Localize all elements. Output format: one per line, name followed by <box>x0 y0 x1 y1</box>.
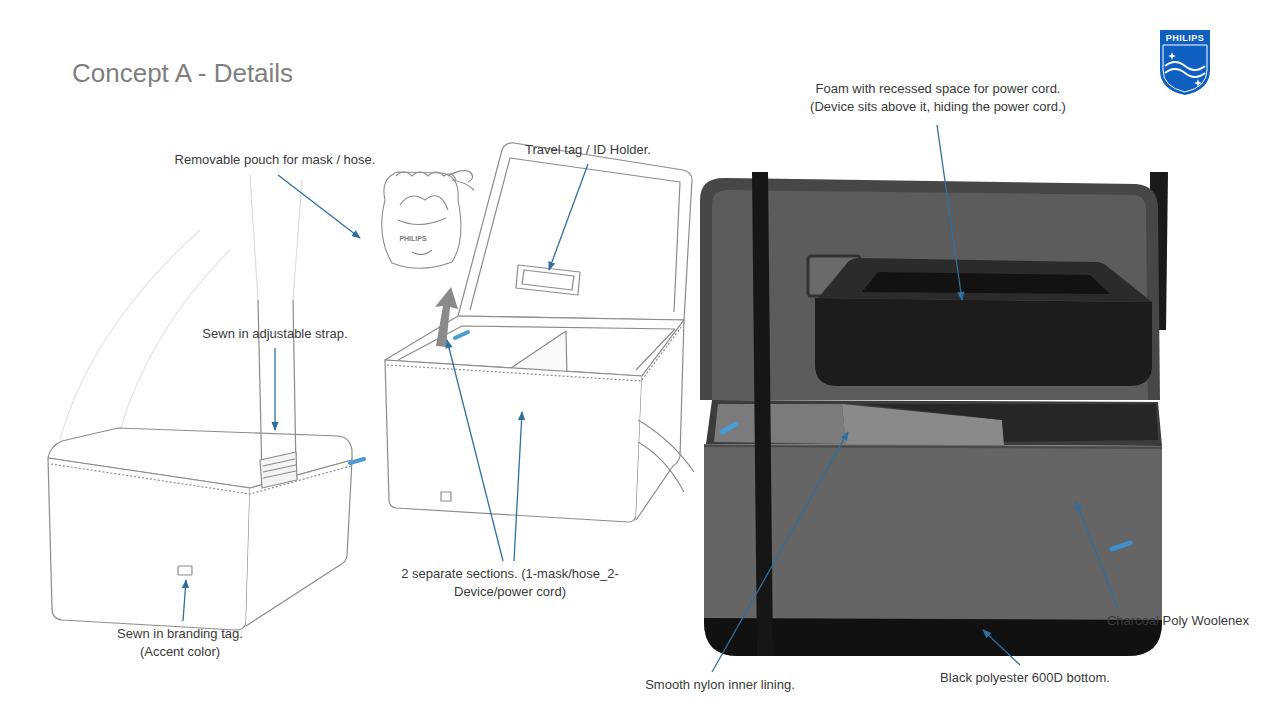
closed-case-sketch <box>48 175 364 630</box>
rendered-case-part <box>704 444 1162 656</box>
logo-wordmark: PHILIPS <box>1160 32 1210 44</box>
leader-lines-part <box>549 164 588 270</box>
leader-lines-part <box>1076 502 1118 608</box>
leader-lines-part <box>447 340 503 561</box>
closed-case-sketch-part <box>178 566 192 575</box>
open-case-sketch-part <box>522 270 574 290</box>
closed-case-sketch-part <box>60 230 200 440</box>
rendered-case-part <box>862 272 1110 294</box>
closed-case-sketch-part <box>260 452 297 488</box>
rendered-case <box>700 172 1168 656</box>
leader-lines-part <box>983 630 1020 665</box>
closed-case-sketch-part <box>51 464 351 494</box>
leader-lines-part <box>278 175 360 238</box>
rendered-case-part <box>704 446 1162 448</box>
material-callout: Smooth nylon inner lining. <box>625 676 815 694</box>
leader-lines <box>183 125 1118 672</box>
leader-lines-part <box>937 125 962 300</box>
closed-case-sketch-part <box>250 175 258 300</box>
pouch-sketch-part <box>448 171 473 182</box>
brand-logo-part <box>1168 52 1176 60</box>
brand-logo-part <box>1194 79 1202 87</box>
rendered-case-part <box>1112 543 1130 549</box>
open-case-sketch-part <box>470 158 680 312</box>
pouch-sketch-part <box>452 180 474 190</box>
closed-case-sketch-part <box>293 300 296 470</box>
rendered-case-part <box>706 400 1162 446</box>
brand-logo-part <box>1160 30 1210 95</box>
pouch-sketch-part <box>412 250 432 255</box>
callout-text: Sewn in adjustable strap. <box>170 325 380 343</box>
pouch-brand-text: PHILIPS <box>392 234 434 243</box>
open-case-sketch-part <box>516 265 580 295</box>
rendered-case-part <box>722 424 736 432</box>
open-case-sketch-part <box>636 320 684 520</box>
brand-logo <box>1160 30 1210 95</box>
slide-title: Concept A - Details <box>72 56 672 91</box>
callout-text: Sewn in branding tag. (Accent color) <box>100 625 260 660</box>
open-case-sketch-part <box>458 143 692 320</box>
open-case-sketch-part <box>638 442 684 492</box>
brand-logo-part <box>1163 45 1207 92</box>
closed-case-sketch-part <box>263 459 296 478</box>
rendered-case-part <box>860 404 1158 442</box>
open-case-sketch-part <box>441 492 451 501</box>
pouch-sketch-part <box>396 172 456 180</box>
pouch-sketch-part <box>382 172 461 268</box>
callout-text: Removable pouch for mask / hose. <box>150 151 400 169</box>
pouch-sketch <box>382 171 474 269</box>
material-callout: Charcoal Poly Woolenex <box>1088 612 1268 630</box>
callout-text: 2 separate sections. (1-mask/hose_2-Devi… <box>390 565 630 600</box>
closed-case-sketch-part <box>293 180 302 300</box>
callout-text: Foam with recessed space for power cord.… <box>798 80 1078 115</box>
pouch-sketch-part <box>398 218 446 225</box>
leader-lines-part <box>183 580 186 621</box>
pouch-sketch-part <box>400 196 448 210</box>
rendered-case-part <box>815 298 1152 386</box>
rendered-case-part <box>714 404 846 444</box>
leader-lines-part <box>712 432 848 672</box>
open-case-sketch-part <box>387 326 682 381</box>
callout-text: Travel tag / ID Holder. <box>498 141 678 159</box>
closed-case-sketch-part <box>48 458 250 630</box>
open-case-sketch-part <box>455 332 468 338</box>
open-case-sketch-part <box>638 420 694 472</box>
closed-case-sketch-part <box>350 459 364 463</box>
rendered-case-part <box>818 258 1152 302</box>
brand-logo-part <box>1165 69 1205 77</box>
material-callout: Black polyester 600D bottom. <box>920 669 1130 687</box>
open-case-sketch-part <box>385 360 642 522</box>
leader-lines-part <box>514 412 522 561</box>
leader-lines-part <box>274 348 275 430</box>
removal-arrow <box>435 287 458 347</box>
